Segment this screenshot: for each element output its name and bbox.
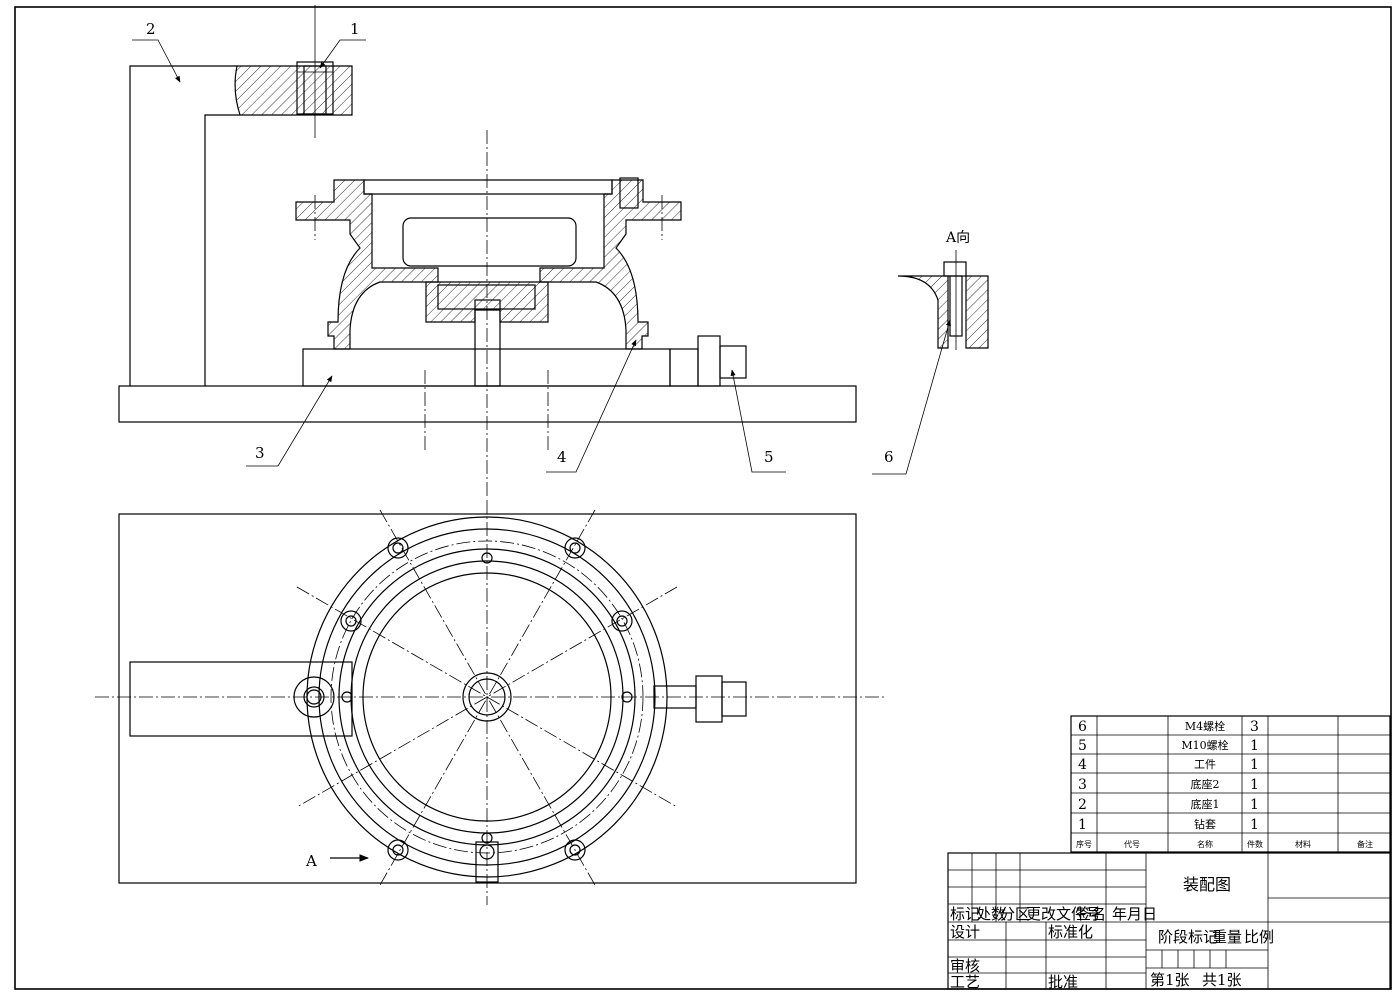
balloon-2: 2 — [146, 20, 156, 38]
flange-bolt — [619, 177, 639, 209]
svg-text:底座2: 底座2 — [1191, 777, 1220, 791]
svg-text:底座1: 底座1 — [1191, 797, 1220, 811]
svg-text:备注: 备注 — [1357, 839, 1373, 849]
bushing-top — [293, 676, 335, 718]
bom-row-5: 5 M10螺栓 1 — [1078, 738, 1259, 754]
label-review: 审核 — [950, 957, 980, 975]
base-plate-top — [118, 513, 857, 884]
svg-text:4: 4 — [1078, 757, 1087, 773]
svg-text:分区: 分区 — [1000, 905, 1030, 923]
svg-text:1: 1 — [1250, 757, 1259, 773]
svg-text:材料: 材料 — [1295, 839, 1311, 849]
svg-text:标记: 标记 — [950, 905, 980, 923]
svg-text:名称: 名称 — [1197, 839, 1213, 849]
balloon-leaders: 1 2 3 4 5 6 — [132, 20, 951, 475]
title-block: 装配图 标记 处数 分区 更改文件号 签名 年月日 设计 标准化 阶段标记 重量… — [947, 852, 1391, 991]
svg-text:1: 1 — [1078, 817, 1087, 833]
balloon-5: 5 — [764, 448, 774, 466]
support-column — [129, 65, 240, 386]
svg-text:更改文件号: 更改文件号 — [1026, 905, 1101, 923]
locating-pin — [474, 299, 501, 387]
bom-row-6: 6 M4螺栓 3 — [1078, 719, 1259, 735]
balloon-6: 6 — [884, 448, 894, 466]
detail-wall-right — [965, 275, 989, 349]
label-sheet-no: 第1张 — [1150, 971, 1190, 989]
svg-text:工件: 工件 — [1194, 758, 1216, 771]
svg-text:2: 2 — [1078, 797, 1087, 813]
svg-text:处数: 处数 — [976, 905, 1006, 923]
svg-text:件数: 件数 — [1247, 839, 1263, 849]
revision-labels: 标记 处数 分区 更改文件号 签名 年月日 — [950, 905, 1157, 923]
svg-text:序号: 序号 — [1076, 839, 1092, 849]
front-section-view — [118, 5, 857, 496]
detail-wall-left — [897, 275, 949, 349]
label-standardize: 标准化 — [1048, 923, 1093, 941]
label-scale: 比例 — [1244, 928, 1274, 946]
svg-text:签名: 签名 — [1076, 905, 1106, 923]
bom-header: 序号 代号 名称 件数 材料 备注 — [1076, 839, 1373, 849]
label-sheet-total: 共1张 — [1202, 971, 1242, 989]
bill-of-materials: 6 M4螺栓 3 5 M10螺栓 1 4 工件 1 3 底座2 1 2 底座1 … — [1070, 715, 1391, 853]
svg-text:1: 1 — [1250, 738, 1259, 754]
workpiece-section-right — [539, 179, 682, 350]
svg-text:3: 3 — [1078, 777, 1087, 793]
label-weight: 重量 — [1212, 928, 1242, 946]
arrow-a-label: A — [305, 852, 317, 870]
balloon-1: 1 — [350, 20, 360, 38]
svg-text:5: 5 — [1078, 738, 1087, 754]
drawing-frame — [14, 6, 1392, 990]
svg-text:M4螺栓: M4螺栓 — [1185, 719, 1225, 733]
bolt-m10 — [669, 348, 699, 387]
svg-text:1: 1 — [1250, 817, 1259, 833]
drawing-title: 装配图 — [1183, 875, 1231, 894]
svg-text:钻套: 钻套 — [1194, 817, 1216, 831]
svg-text:1: 1 — [1250, 797, 1259, 813]
base-block-2 — [302, 348, 671, 387]
top-view: A — [95, 500, 885, 905]
bom-row-1: 1 钻套 1 — [1078, 817, 1259, 833]
bom-row-2: 2 底座1 1 — [1078, 797, 1259, 813]
svg-text:1: 1 — [1250, 777, 1259, 793]
base-plate — [118, 385, 857, 423]
detail-view-a: A向 — [897, 230, 989, 350]
svg-text:6: 6 — [1078, 719, 1087, 735]
balloon-4: 4 — [557, 448, 567, 466]
svg-text:年月日: 年月日 — [1112, 905, 1157, 923]
label-stage-mark: 阶段标记 — [1158, 928, 1218, 946]
label-approve: 批准 — [1048, 973, 1078, 991]
svg-text:3: 3 — [1250, 719, 1259, 735]
label-design: 设计 — [950, 923, 980, 941]
balloon-3: 3 — [255, 444, 265, 462]
svg-text:代号: 代号 — [1124, 839, 1140, 849]
view-a-label: A向 — [945, 230, 970, 246]
svg-text:M10螺栓: M10螺栓 — [1181, 738, 1228, 752]
drill-plate-arm — [234, 65, 353, 116]
workpiece-section-left — [295, 179, 439, 350]
bom-row-3: 3 底座2 1 — [1078, 777, 1259, 793]
label-process: 工艺 — [950, 973, 980, 991]
bom-row-4: 4 工件 1 — [1078, 757, 1259, 773]
